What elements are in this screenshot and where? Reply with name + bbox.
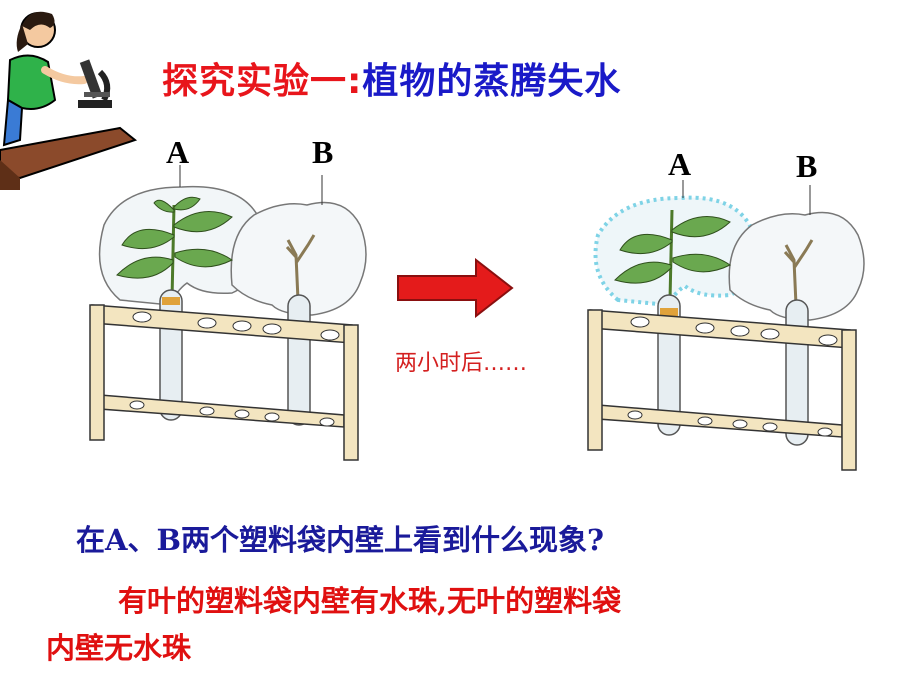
label-b-after: B (796, 148, 818, 184)
label-a-after: A (668, 146, 692, 182)
question-text: 在A、B两个塑料袋内壁上看到什么现象? (76, 523, 605, 557)
answer-line-2: 内壁无水珠 (46, 631, 192, 665)
apparatus-before (89, 165, 367, 461)
title-part-2: 植物的蒸腾失水 (362, 61, 622, 102)
label-a-before: A (166, 134, 190, 170)
page-title: 探究实验一:植物的蒸腾失水 (162, 52, 621, 104)
answer-line-1: 有叶的塑料袋内壁有水珠,无叶的塑料袋 (118, 584, 622, 618)
time-caption: 两小时后…… (395, 351, 528, 376)
label-b-before: B (312, 134, 334, 170)
girl-microscope-illustration (0, 11, 138, 190)
title-part-1: 探究实验一: (162, 61, 363, 102)
right-arrow-icon (397, 258, 514, 318)
apparatus-after (587, 180, 865, 471)
